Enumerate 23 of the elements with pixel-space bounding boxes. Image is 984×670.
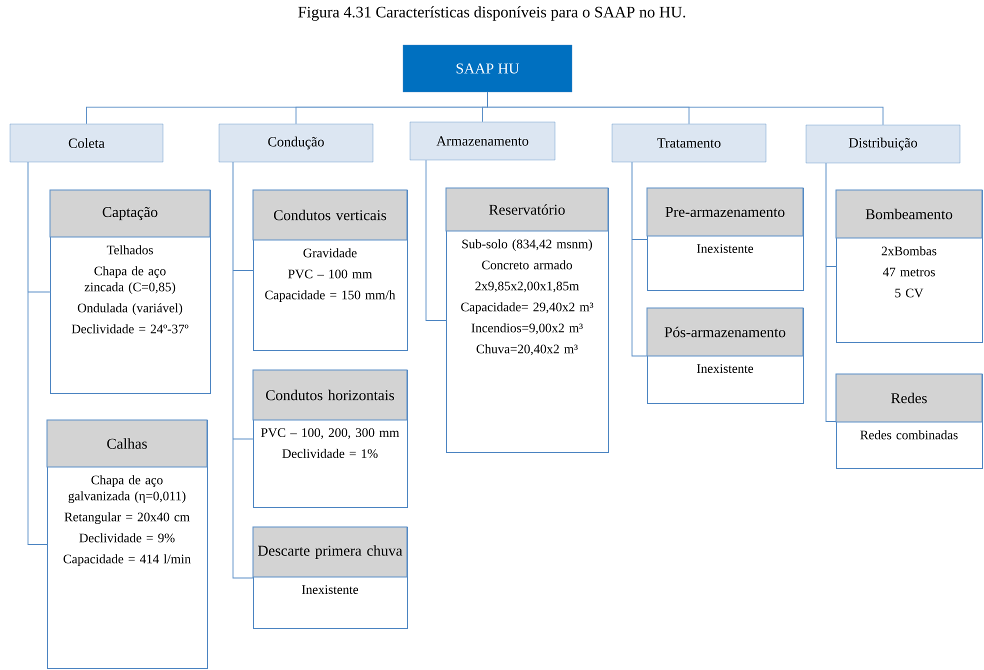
- detail-box: Pre-armazenamento Inexistente: [646, 188, 804, 291]
- detail-box: Bombeamento 2xBombas 47 metros 5 CV: [836, 190, 984, 343]
- category-box: Condução: [218, 124, 374, 162]
- detail-box: Descarte primera chuva Inexistente: [252, 526, 408, 629]
- connector-line: [28, 162, 48, 545]
- category-box: Distribuição: [806, 124, 960, 164]
- detail-box: Reservatório Sub-solo (834,42 msnm) Concreto armado 2x9,85x2,00x1,85m Capacidade= 29,40x2 m³ Incendios=9,00x2 m³ Chuva=20,40x2 m³: [446, 188, 609, 453]
- detail-box: Condutos horizontais PVC – 100, 200, 300 mm Declividade = 1%: [252, 370, 408, 508]
- detail-box: Calhas Chapa de aço galvanizada (η=0,011) Retangular = 20x40 cm Declividade = 9% Capacidade = 414 l/min: [46, 420, 208, 669]
- connector-line: [632, 162, 648, 356]
- detail-box: Redes Redes combinadas: [836, 374, 984, 469]
- detail-box: Condutos verticais Gravidade PVC – 100 mm Capacidade = 150 mm/h: [252, 190, 408, 351]
- detail-box: Pós-armazenamento Inexistente: [646, 308, 804, 404]
- root-box: SAAP HU: [402, 44, 572, 92]
- connector-line: [232, 162, 254, 578]
- figure-title: Figura 4.31 Características disponíveis para o SAAP no HU.: [298, 6, 686, 21]
- detail-box: Captação Telhados Chapa de aço zincada (C=0,85) Ondulada (variável) Declividade = 24º-37º: [50, 190, 211, 394]
- connector-line: [426, 160, 446, 321]
- category-box: Tratamento: [612, 124, 766, 162]
- connector-line: [487, 92, 884, 126]
- category-box: Coleta: [10, 124, 164, 162]
- connector-line: [826, 162, 836, 422]
- category-box: Armazenamento: [410, 122, 556, 160]
